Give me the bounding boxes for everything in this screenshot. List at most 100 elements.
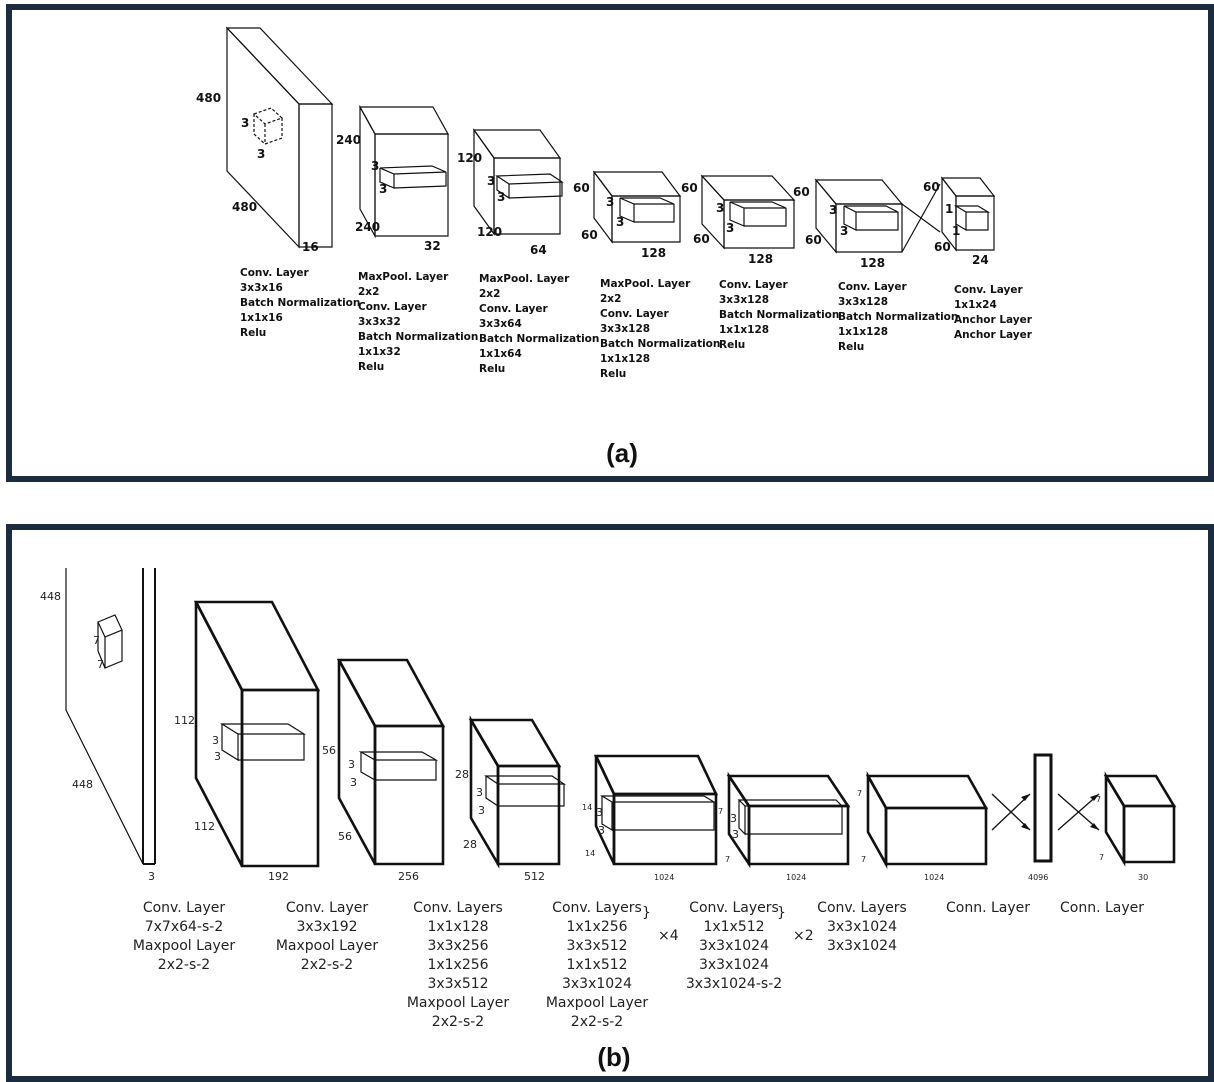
- a-box-3-kernel-w: 3: [497, 190, 505, 204]
- a-caption-3-line: Relu: [479, 363, 505, 375]
- b-box-3-depth: 256: [398, 870, 419, 883]
- a-box-1-depth: 16: [302, 240, 319, 254]
- a-caption-6-line: 1x1x128: [838, 326, 888, 338]
- a-box-5-height: 60: [681, 181, 698, 195]
- b-box-2-height: 112: [174, 714, 195, 727]
- b-caption-3-line: 1x1x256: [427, 957, 488, 973]
- a-caption-4-line: Batch Normalization: [600, 338, 720, 350]
- a-caption-3-line: 3x3x64: [479, 318, 522, 330]
- b-caption-6-line: 3x3x1024: [827, 938, 897, 954]
- b-caption-1-line: Conv. Layer: [143, 900, 226, 916]
- b-caption-3-line: 1x1x128: [427, 919, 488, 935]
- b-caption-6-line: 3x3x1024: [827, 919, 897, 935]
- a-box-5: [700, 174, 796, 250]
- a-box-6-kernel-h: 3: [829, 203, 837, 217]
- b-brace-2: }: [777, 905, 786, 921]
- a-box-7-depth: 24: [972, 253, 989, 267]
- b-box-8-units: 4096: [1028, 873, 1048, 882]
- a-caption-2: MaxPool. Layer 2x2 Conv. Layer 3x3x32 Ba…: [358, 271, 478, 373]
- b-box-6-kernel-w: 3: [732, 828, 739, 841]
- b-arrowhead-2: [1021, 823, 1030, 830]
- a-caption-1-line: Relu: [240, 327, 266, 339]
- b-box-2: [193, 600, 321, 868]
- b-box-1-width: 448: [72, 778, 93, 791]
- a-caption-6-line: 3x3x128: [838, 296, 888, 308]
- a-box-6-height: 60: [793, 185, 810, 199]
- b-caption-4-line: 3x3x512: [566, 938, 627, 954]
- b-box-5-height: 14: [582, 803, 592, 812]
- b-caption-1: Conv. Layer 7x7x64-s-2 Maxpool Layer 2x2…: [133, 900, 236, 973]
- b-caption-5-line: 3x3x1024: [699, 938, 769, 954]
- b-box-6-kernel-h: 3: [730, 812, 737, 825]
- a-caption-4-line: 1x1x128: [600, 353, 650, 365]
- a-connector-line-2: [901, 203, 941, 233]
- b-caption-5: Conv. Layers 1x1x512 3x3x1024 3x3x1024 3…: [686, 900, 782, 992]
- a-caption-5-line: 3x3x128: [719, 294, 769, 306]
- a-box-1-kernel-h: 3: [241, 116, 249, 130]
- b-box-7: [865, 771, 989, 869]
- b-box-3-width: 56: [338, 830, 352, 843]
- b-box-5: [593, 754, 719, 866]
- b-caption-4-line: 3x3x1024: [562, 976, 632, 992]
- b-box-9-width: 7: [1099, 853, 1104, 862]
- b-box-6-depth: 1024: [786, 873, 806, 882]
- b-caption-5-line: 1x1x512: [703, 919, 764, 935]
- a-caption-2-line: Relu: [358, 361, 384, 373]
- b-box-5-depth: 1024: [654, 873, 674, 882]
- b-caption-4: Conv. Layers 1x1x256 3x3x512 1x1x512 3x3…: [546, 900, 649, 1030]
- b-box-5-width: 14: [585, 849, 595, 858]
- a-box-3-width: 120: [477, 225, 502, 239]
- b-box-4-height: 28: [455, 768, 469, 781]
- a-caption-6-line: Conv. Layer: [838, 281, 907, 293]
- b-box-4-kernel-w: 3: [478, 804, 485, 817]
- a-box-4-kernel-w: 3: [616, 215, 624, 229]
- b-caption-8: Conn. Layer: [1060, 900, 1144, 916]
- b-box-4: [468, 715, 566, 869]
- b-caption-1-line: 2x2-s-2: [158, 957, 210, 973]
- a-caption-4-line: 3x3x128: [600, 323, 650, 335]
- b-caption-3-line: 2x2-s-2: [432, 1014, 484, 1030]
- b-caption-4-line: Conv. Layers: [552, 900, 642, 916]
- a-caption-5-line: Relu: [719, 339, 745, 351]
- a-caption-1-line: 1x1x16: [240, 312, 283, 324]
- a-caption-6: Conv. Layer 3x3x128 Batch Normalization …: [838, 281, 958, 353]
- b-box-3-kernel-w: 3: [350, 776, 357, 789]
- b-box-6: [726, 771, 851, 869]
- b-box-3: [336, 658, 446, 866]
- b-cross-arrows-2: [1057, 793, 1100, 831]
- b-caption-6: Conv. Layers 3x3x1024 3x3x1024: [817, 900, 907, 954]
- a-box-2: [358, 104, 450, 239]
- b-box-6-height: 7: [718, 807, 723, 816]
- a-box-5-kernel-w: 3: [726, 221, 734, 235]
- b-caption-5-line: 3x3x1024-s-2: [686, 976, 782, 992]
- a-caption-1-line: Conv. Layer: [240, 267, 309, 279]
- a-caption-3-line: Conv. Layer: [479, 303, 548, 315]
- a-caption-6-line: Batch Normalization: [838, 311, 958, 323]
- a-box-1-width: 480: [232, 200, 257, 214]
- b-caption-6-line: Conv. Layers: [817, 900, 907, 916]
- b-box-7-width: 7: [861, 855, 866, 864]
- a-caption-5-line: Batch Normalization: [719, 309, 839, 321]
- a-caption-4-line: Relu: [600, 368, 626, 380]
- b-box-5-kernel-w: 3: [598, 824, 605, 837]
- a-caption-2-line: 3x3x32: [358, 316, 401, 328]
- b-box-4-width: 28: [463, 838, 477, 851]
- b-box-1: [65, 568, 156, 865]
- a-caption-3-line: MaxPool. Layer: [479, 273, 570, 285]
- a-box-4-height: 60: [573, 181, 590, 195]
- a-caption-6-line: Relu: [838, 341, 864, 353]
- a-box-7-width: 60: [934, 240, 951, 254]
- b-caption-2-line: Conv. Layer: [286, 900, 369, 916]
- b-caption-3-line: 3x3x256: [427, 938, 488, 954]
- a-box-3-depth: 64: [530, 243, 547, 257]
- a-box-4-width: 60: [581, 228, 598, 242]
- b-caption-3: Conv. Layers 1x1x128 3x3x256 1x1x256 3x3…: [407, 900, 510, 1030]
- a-caption-7-line: 1x1x24: [954, 299, 997, 311]
- a-caption-2-line: Batch Normalization: [358, 331, 478, 343]
- b-caption-4-line: 1x1x256: [566, 919, 627, 935]
- b-box-2-kernel-h: 3: [212, 734, 219, 747]
- a-caption-2-line: 2x2: [358, 286, 379, 298]
- b-caption-2-line: 2x2-s-2: [301, 957, 353, 973]
- a-box-6-width: 60: [805, 233, 822, 247]
- b-caption-3-line: Conv. Layers: [413, 900, 503, 916]
